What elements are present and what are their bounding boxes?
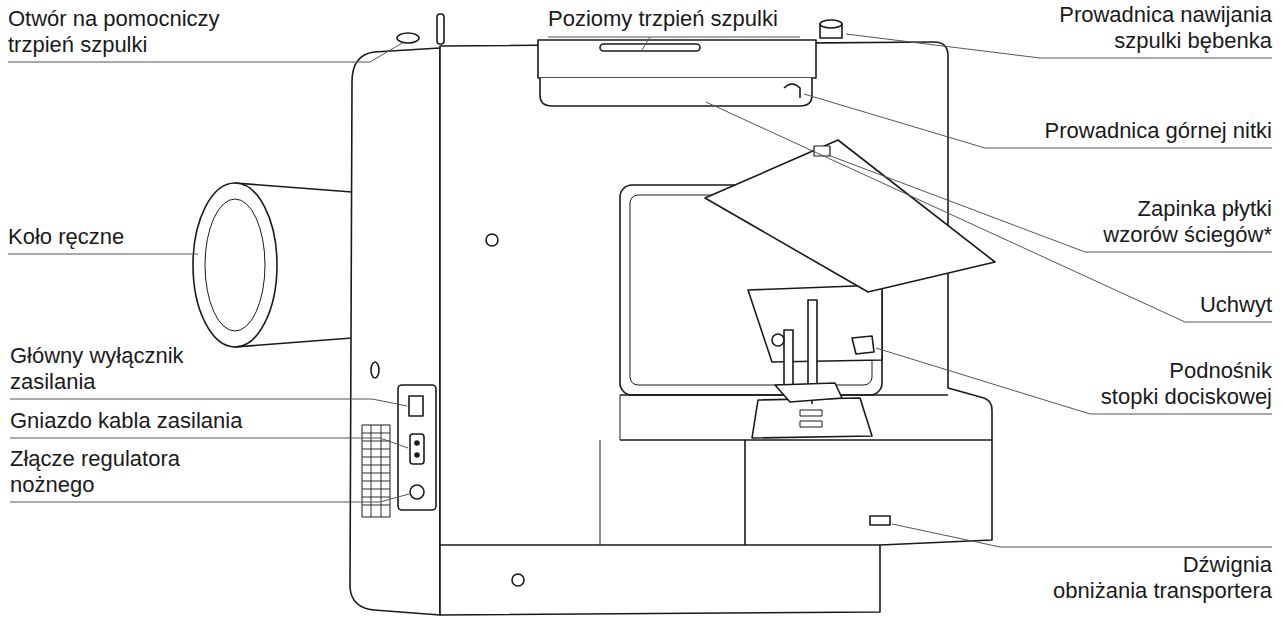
side-panel	[350, 48, 440, 615]
aux-pin-hole	[397, 33, 419, 43]
bobbin-winder-top	[820, 20, 842, 28]
part-label: Uchwyt	[1200, 292, 1272, 318]
hand-wheel	[193, 183, 277, 347]
needle-bar	[808, 300, 817, 390]
leader-line	[828, 155, 1272, 252]
part-label: Otwór na pomocniczy trzpień szpulki	[8, 6, 243, 58]
accessory-box-line	[744, 440, 746, 545]
socket-pin	[415, 453, 419, 457]
feed-dog	[800, 410, 822, 416]
feed-dog	[800, 421, 822, 427]
handle	[540, 78, 812, 106]
part-label: Podnośnik stopki dociskowej	[1092, 358, 1272, 410]
hand-wheel-rim	[205, 199, 265, 331]
vent-slots	[362, 425, 390, 517]
feed-dog-lever	[870, 516, 890, 525]
presser-screw	[772, 334, 784, 346]
spool-pin	[600, 44, 700, 51]
part-label: Prowadnica górnej nitki	[1045, 118, 1272, 144]
leader-line	[804, 94, 1272, 148]
part-label: Poziomy trzpień szpulki	[548, 6, 778, 32]
presser-bar	[784, 330, 793, 385]
screw	[512, 574, 524, 586]
leader-line	[642, 37, 650, 50]
leader-line	[548, 37, 800, 38]
aux-pin	[437, 14, 444, 44]
leader-lines	[8, 34, 1272, 547]
part-label: Gniazdo kabla zasilania	[10, 408, 242, 434]
part-label: Dźwignia obniżania transportera	[1042, 552, 1272, 604]
bed-front	[620, 439, 992, 441]
part-label: Złącze regulatora nożnego	[10, 446, 210, 498]
base-line	[440, 544, 880, 546]
power-socket	[410, 434, 424, 464]
power-switch	[409, 396, 423, 416]
leader-line	[706, 102, 1272, 322]
part-label: Główny wyłącznik zasilania	[10, 343, 210, 395]
side-hole	[371, 362, 379, 378]
part-label: Zapinka płytki wzorów ściegów*	[1092, 196, 1272, 248]
presser-foot	[775, 383, 842, 402]
front-body	[440, 42, 992, 615]
plate-clip	[814, 146, 830, 156]
connector-panel	[398, 385, 436, 510]
socket-pin	[415, 441, 419, 445]
presser-lifter	[852, 336, 874, 354]
leader-line	[876, 348, 1272, 414]
screw	[486, 234, 498, 246]
part-label: Koło ręczne	[8, 224, 124, 250]
machine-body	[193, 14, 995, 615]
thread-guide	[784, 84, 800, 98]
foot-control-jack	[410, 485, 424, 499]
leader-line	[892, 524, 1272, 547]
bed-line	[600, 395, 620, 545]
leader-line	[8, 254, 198, 255]
top-cover	[538, 40, 816, 78]
leader-line	[10, 399, 407, 406]
vent-grill	[362, 425, 390, 517]
part-label: Prowadnica nawijania szpulki bębenka	[1037, 2, 1272, 54]
